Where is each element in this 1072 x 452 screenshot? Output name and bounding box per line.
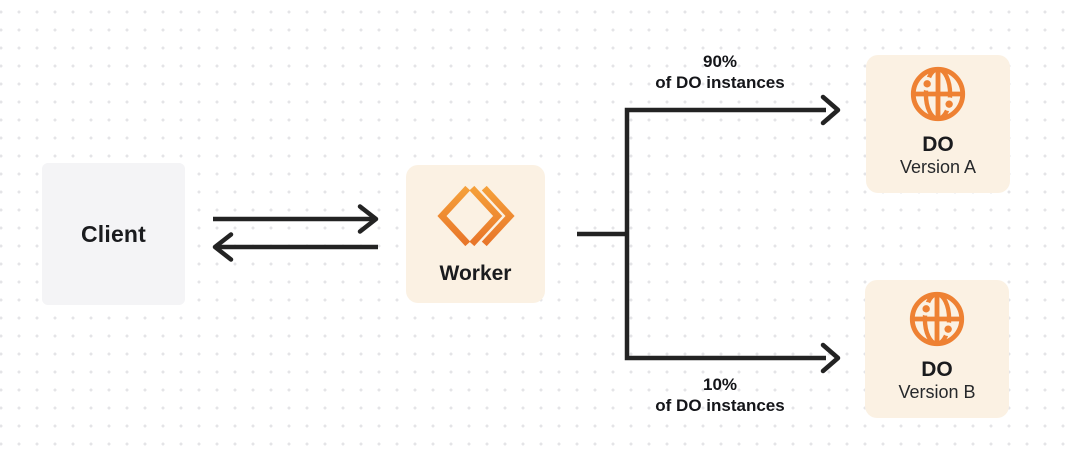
globe-icon bbox=[910, 66, 966, 122]
do-version-a-node: DO Version A bbox=[866, 55, 1010, 193]
do-version-a-title: DO bbox=[922, 133, 954, 156]
do-version-b-subtitle: Version B bbox=[898, 382, 976, 402]
branch-10-caption: of DO instances bbox=[655, 396, 785, 415]
branch-90-label: 90% of DO instances bbox=[595, 51, 845, 93]
worker-label: Worker bbox=[439, 262, 512, 285]
worker-to-client-arrow bbox=[212, 232, 378, 262]
client-to-worker-arrow bbox=[213, 204, 379, 234]
worker-node: Worker bbox=[406, 165, 545, 303]
client-node: Client bbox=[42, 163, 185, 305]
globe-icon bbox=[909, 291, 965, 347]
branch-fork-line bbox=[624, 107, 826, 361]
do-version-b-node: DO Version B bbox=[865, 280, 1009, 418]
do-version-b-title: DO bbox=[921, 358, 953, 381]
do-version-a-subtitle: Version A bbox=[899, 157, 977, 177]
branch-90-percent: 90% bbox=[702, 52, 738, 71]
branch-90-caption: of DO instances bbox=[655, 73, 785, 92]
branch-10-label: 10% of DO instances bbox=[595, 374, 845, 416]
workers-chevrons-icon bbox=[436, 185, 515, 247]
client-label: Client bbox=[80, 220, 147, 247]
branch-10-percent: 10% bbox=[702, 375, 738, 394]
arrow-to-version-a bbox=[820, 94, 841, 126]
arrow-to-version-b bbox=[820, 342, 841, 374]
